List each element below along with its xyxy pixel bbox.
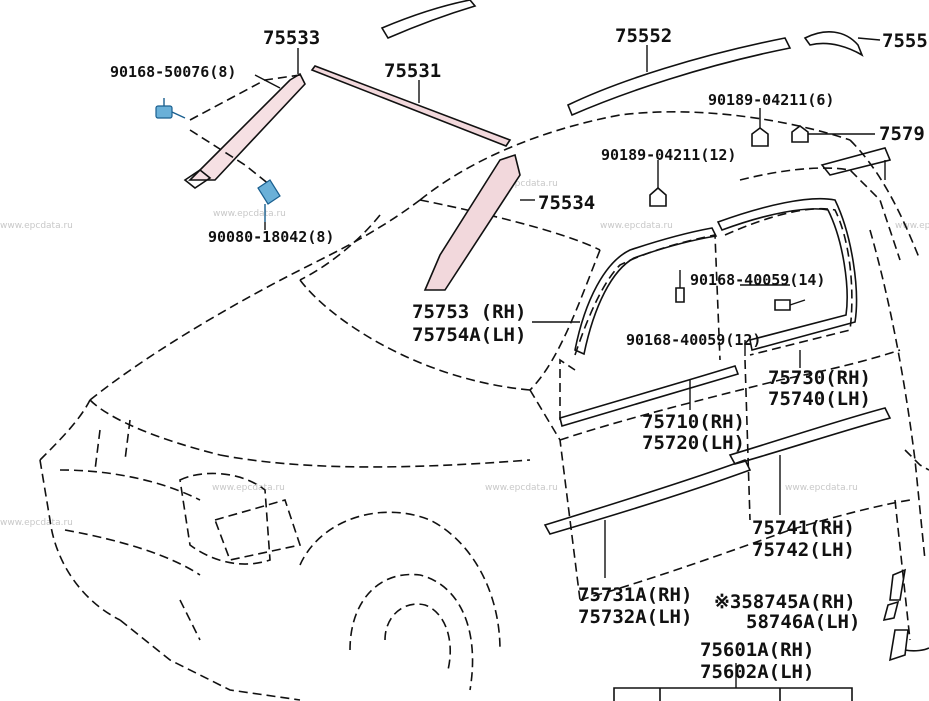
part-75753-door-frame-molding	[574, 227, 718, 356]
label-75533[interactable]: 75533	[263, 27, 320, 49]
label-75740-lh[interactable]: 75740(LH)	[768, 388, 871, 410]
label-75601A-rh[interactable]: 75601A(RH)	[700, 639, 814, 661]
label-90189-04211-12[interactable]: 90189-04211(12)	[601, 146, 736, 164]
part-75741-rear-door-molding	[728, 407, 892, 465]
label-75730-rh[interactable]: 75730(RH)	[768, 367, 871, 389]
label-90168-50076[interactable]: 90168-50076(8)	[110, 63, 236, 81]
screw-90168-50076	[155, 98, 186, 119]
vehicle-outline	[39, 111, 929, 701]
watermark: www.epcdata.ru	[600, 221, 673, 231]
watermark: www.epcdata.ru	[212, 483, 285, 493]
watermark: www.epcdata.ru	[0, 221, 73, 231]
part-75534-pillar-garnish	[423, 153, 521, 291]
label-90168-40059-14[interactable]: 90168-40059(14)	[690, 271, 825, 289]
part-75533-pillar-molding	[183, 72, 306, 189]
label-75531[interactable]: 75531	[384, 60, 441, 82]
watermark: www.epcdata.ru	[895, 221, 929, 231]
part-75552-roof-rail	[566, 37, 792, 117]
label-75534[interactable]: 75534	[538, 192, 595, 214]
part-75531-windshield-molding	[310, 65, 512, 147]
part-75601A-rear-molding	[888, 629, 929, 662]
screw-90168-40059-14	[774, 299, 806, 311]
part-75730-rear-door-frame	[716, 197, 858, 351]
leader-lines	[254, 37, 881, 688]
watermark: www.epcdata.ru	[485, 483, 558, 493]
nut-90189-04211-12	[649, 186, 667, 207]
watermark: www.epcdata.ru	[485, 179, 558, 189]
part-roof-rail-front	[380, 0, 477, 40]
label-75741-rh[interactable]: 75741(RH)	[752, 517, 855, 539]
label-58746A-lh[interactable]: 58746A(LH)	[746, 611, 860, 633]
label-75753-rh[interactable]: 75753 (RH)	[412, 301, 526, 323]
nut-7579	[791, 125, 809, 143]
label-75720-lh[interactable]: 75720(LH)	[642, 432, 745, 454]
label-75754A-lh[interactable]: 75754A(LH)	[412, 324, 526, 346]
part-75731A-front-door-molding	[543, 459, 752, 535]
label-75742-lh[interactable]: 75742(LH)	[752, 539, 855, 561]
label-75732A-lh[interactable]: 75732A(LH)	[578, 606, 692, 628]
fasteners	[155, 98, 809, 311]
label-90080-18042[interactable]: 90080-18042(8)	[208, 228, 334, 246]
watermarks: www.epcdata.ru www.epcdata.ru www.epcdat…	[0, 179, 929, 528]
part-58745A-emblem	[882, 568, 907, 622]
label-75602A-lh[interactable]: 75602A(LH)	[700, 661, 814, 683]
clip-90080-18042	[257, 179, 281, 222]
label-75710-rh[interactable]: 75710(RH)	[642, 411, 745, 433]
label-75731A-rh[interactable]: 75731A(RH)	[578, 584, 692, 606]
nut-90189-04211-6	[751, 127, 769, 147]
label-7579[interactable]: 7579	[879, 123, 925, 145]
label-90189-04211-6[interactable]: 90189-04211(6)	[708, 91, 834, 109]
watermark: www.epcdata.ru	[785, 483, 858, 493]
screw-90168-40059-12	[675, 270, 685, 303]
label-7555[interactable]: 7555	[882, 30, 928, 52]
part-7555-clip	[803, 31, 864, 57]
label-58745A-rh[interactable]: ※358745A(RH)	[714, 591, 856, 613]
part-7579-rail-end	[820, 147, 892, 180]
part-75710-belt-molding	[559, 365, 740, 428]
watermark: www.epcdata.ru	[213, 209, 286, 219]
watermark: www.epcdata.ru	[0, 518, 73, 528]
part-labels: 75533 90168-50076(8) 75531 75552 7555 90…	[110, 25, 928, 683]
label-75552[interactable]: 75552	[615, 25, 672, 47]
label-90168-40059-12[interactable]: 90168-40059(12)	[626, 331, 761, 349]
bracket-75601A	[613, 687, 853, 701]
